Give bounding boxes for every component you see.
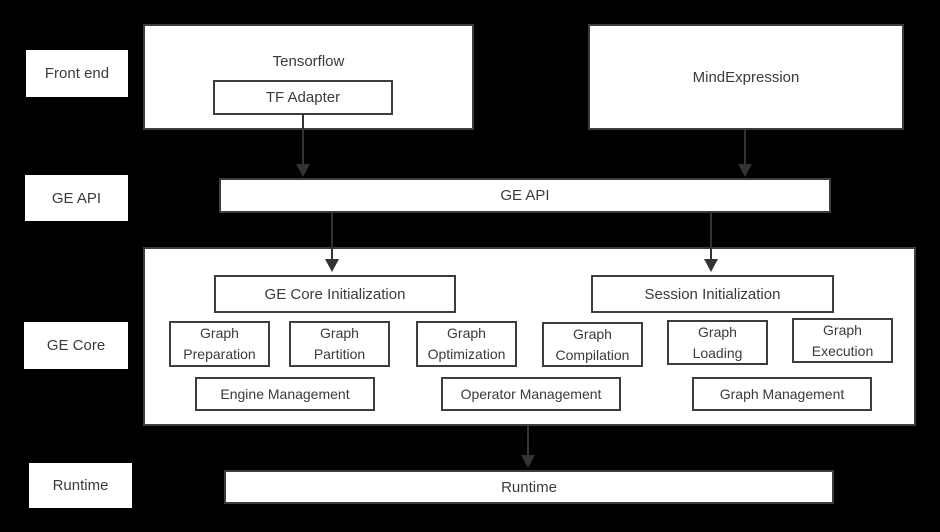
arrow-ge-api-to-ge-core-initialization <box>325 213 339 272</box>
engine-management-box: Engine Management <box>195 377 375 411</box>
graph-loading-line2: Loading <box>692 344 743 361</box>
graph-optimization-box: Graph Optimization <box>416 321 517 367</box>
graph-partition-line1: Graph <box>320 325 359 341</box>
tensorflow-box: Tensorflow TF Adapter <box>143 24 474 130</box>
session-initialization-label: Session Initialization <box>644 285 781 303</box>
graph-preparation-box: Graph Preparation <box>169 321 270 367</box>
arrow-down-icon <box>325 259 339 272</box>
graph-management-box: Graph Management <box>692 377 872 411</box>
tf-adapter-box: TF Adapter <box>213 80 393 115</box>
arrow-ge-api-to-session-initialization <box>704 213 718 272</box>
arrow-stem <box>710 213 712 260</box>
graph-execution-box: Graph Execution <box>792 318 893 363</box>
graph-partition-box: Graph Partition <box>289 321 390 367</box>
operator-management-box: Operator Management <box>441 377 621 411</box>
runtime-bar-label: Runtime <box>501 478 557 496</box>
graph-loading-line1: Graph <box>698 323 737 340</box>
arrow-stem <box>331 213 333 260</box>
ge-core-initialization-label: GE Core Initialization <box>264 285 406 303</box>
rail-label-runtime: Runtime <box>29 463 132 508</box>
mindexpression-box: MindExpression <box>588 24 904 130</box>
graph-management-label: Graph Management <box>719 386 845 402</box>
arrow-down-icon <box>296 164 310 177</box>
tf-adapter-label: TF Adapter <box>265 89 341 106</box>
graph-compilation-box: Graph Compilation <box>542 322 643 367</box>
arrow-down-icon <box>704 259 718 272</box>
rail-label-ge-api: GE API <box>25 175 128 221</box>
graph-optimization-line2: Optimization <box>427 346 506 362</box>
ge-api-bar-label: GE API <box>500 187 550 204</box>
arrow-tf-adapter-to-ge-api <box>296 114 310 177</box>
rail-label-front-end: Front end <box>26 50 128 97</box>
engine-management-label: Engine Management <box>220 386 350 402</box>
graph-preparation-line2: Preparation <box>183 346 256 362</box>
operator-management-label: Operator Management <box>460 386 602 402</box>
graph-optimization-line1: Graph <box>447 325 486 341</box>
arrow-down-icon <box>738 164 752 177</box>
graph-execution-line1: Graph <box>823 321 862 338</box>
ge-api-bar: GE API <box>219 178 831 213</box>
ge-core-box: GE Core Initialization Session Initializ… <box>143 247 916 426</box>
graph-loading-box: Graph Loading <box>667 320 768 365</box>
arrow-stem <box>302 114 304 165</box>
graph-execution-line2: Execution <box>811 342 874 359</box>
arrow-stem <box>527 426 529 456</box>
arrow-stem <box>744 130 746 165</box>
session-initialization-box: Session Initialization <box>591 275 834 313</box>
mindexpression-label: MindExpression <box>692 68 800 86</box>
arrow-ge-core-to-runtime <box>521 426 535 468</box>
runtime-bar: Runtime <box>224 470 834 504</box>
rail-label-ge-core: GE Core <box>24 322 128 369</box>
arrow-mindexpression-to-ge-api <box>738 130 752 177</box>
arrow-down-icon <box>521 455 535 468</box>
tensorflow-label: Tensorflow <box>272 53 345 70</box>
graph-preparation-line1: Graph <box>200 325 239 341</box>
graph-compilation-line2: Compilation <box>555 346 630 363</box>
ge-core-initialization-box: GE Core Initialization <box>214 275 456 313</box>
graph-partition-line2: Partition <box>313 346 366 362</box>
graph-compilation-line1: Graph <box>573 325 612 342</box>
